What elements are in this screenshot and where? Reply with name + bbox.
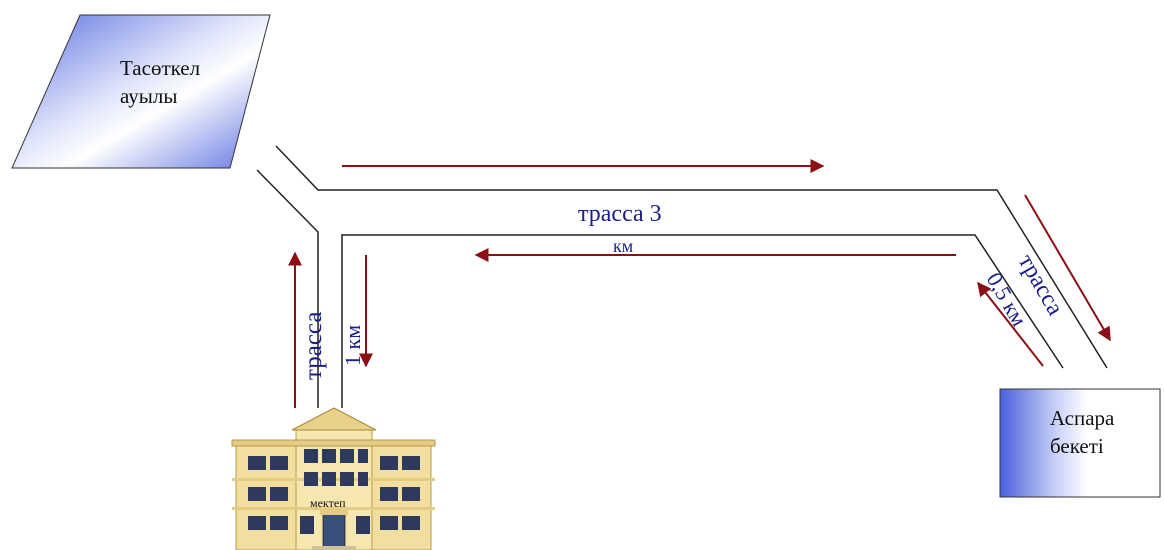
road-vertical-label-left: трасса [300, 312, 327, 380]
station-label-line2: бекеті [1050, 434, 1104, 458]
station-shape [999, 388, 1161, 498]
arrow-diagonal-up [977, 281, 1044, 367]
road-vertical-label-right: 1 км [340, 325, 365, 366]
road-inner-edge [341, 234, 1064, 408]
road-outer-edge [275, 145, 1108, 369]
village-label: Тасөткел ауылы [120, 54, 200, 110]
village-shape [11, 14, 271, 169]
village-label-line1: Тасөткел [120, 56, 201, 80]
station-label-line1: Аспара [1050, 406, 1115, 430]
station-label: Аспара бекеті [1050, 404, 1114, 460]
road-left-edge [256, 169, 319, 408]
road-top-label-line2: км [613, 236, 633, 256]
school-label: мектеп [310, 496, 346, 510]
road-top-label-line1: трасса 3 [578, 201, 662, 227]
school-building-icon [231, 407, 436, 550]
village-label-line2: ауылы [120, 84, 178, 108]
arrow-diagonal-down [1024, 194, 1111, 342]
